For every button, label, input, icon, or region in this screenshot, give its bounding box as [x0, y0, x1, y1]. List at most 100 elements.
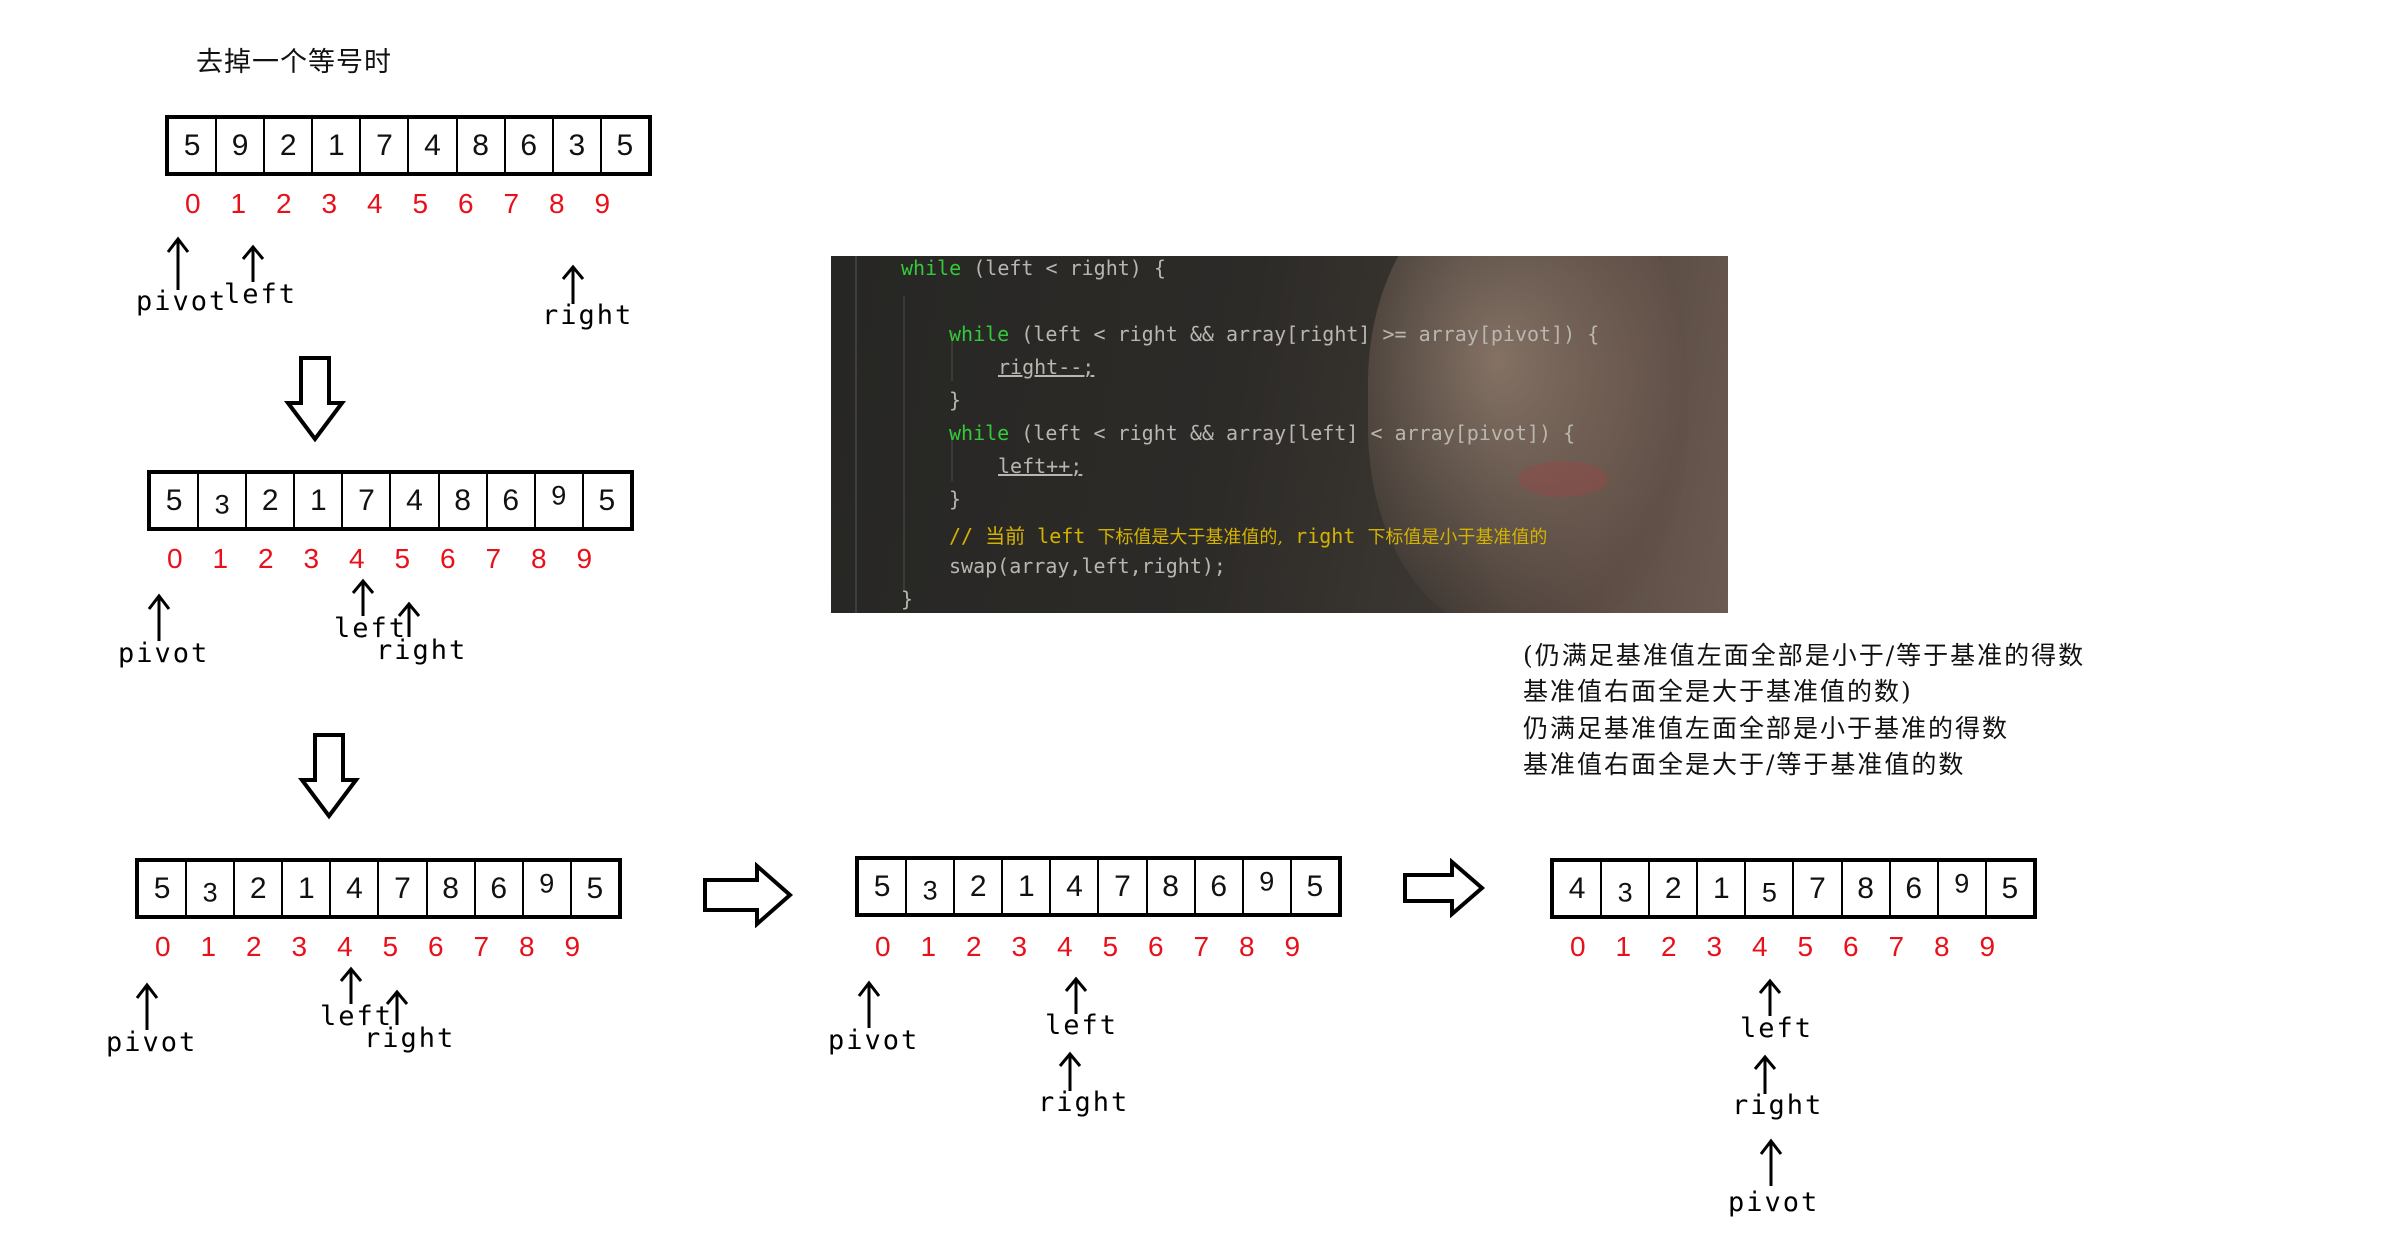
array-cell: 4	[1554, 862, 1603, 915]
code-line: }	[901, 587, 914, 611]
up-arrow-icon	[397, 601, 421, 637]
up-arrow-icon	[1753, 1054, 1777, 1094]
array-cell: 9	[1939, 862, 1987, 915]
up-arrow-icon	[147, 593, 171, 641]
indent-guide	[951, 431, 953, 481]
code-line: while (left < right) {	[901, 256, 1166, 280]
up-arrow-icon	[1758, 978, 1782, 1016]
pivot-label: pivot	[828, 1025, 920, 1056]
code-line: }	[949, 388, 962, 412]
left-label: left	[334, 613, 408, 644]
array-cell: 2	[247, 474, 296, 527]
right-label: right	[376, 635, 468, 666]
up-arrow-icon	[1064, 976, 1088, 1014]
pivot-label: pivot	[106, 1027, 198, 1058]
array-cell: 8	[1148, 860, 1196, 913]
up-arrow-icon	[135, 982, 159, 1030]
array-cell: 5	[139, 862, 188, 915]
array-cell: 6	[476, 862, 524, 915]
array-cell: 6	[488, 474, 536, 527]
note-line: 仍满足基准值左面全部是小于基准的得数	[1523, 714, 2010, 743]
array-cell: 1	[1003, 860, 1052, 913]
array-cell: 9	[1244, 860, 1292, 913]
array-cell: 6	[1196, 860, 1244, 913]
up-arrow-icon	[166, 236, 190, 290]
array-cell: 4	[331, 862, 380, 915]
background-photo	[1368, 256, 1688, 613]
array-cell: 8	[458, 119, 506, 172]
code-line: left++;	[998, 454, 1083, 478]
right-arrow-icon	[703, 862, 794, 928]
array-cell: 3	[554, 119, 602, 172]
up-arrow-icon	[339, 966, 363, 1004]
note-line: 基准值右面全是大于基准值的数)	[1523, 677, 1913, 706]
array-1: 5 9 2 1 7 4 8 6 3 5	[165, 115, 652, 176]
array-cell: 7	[1099, 860, 1148, 913]
up-arrow-icon	[385, 989, 409, 1025]
up-arrow-icon	[857, 980, 881, 1028]
array-2: 5 3 2 1 7 4 8 6 9 5	[147, 470, 634, 531]
left-label: left	[224, 279, 298, 310]
array-cell: 7	[361, 119, 410, 172]
array-cell: 9	[524, 862, 572, 915]
up-arrow-icon	[1759, 1138, 1783, 1186]
array-cell: 2	[265, 119, 314, 172]
indent-guide	[903, 296, 905, 591]
up-arrow-icon	[1058, 1051, 1082, 1091]
down-arrow-icon	[298, 733, 360, 820]
array-cell: 6	[1891, 862, 1939, 915]
right-label: right	[364, 1023, 456, 1054]
right-label: right	[542, 300, 634, 331]
note-line: (仍满足基准值左面全部是小于/等于基准的得数	[1523, 641, 2086, 670]
array-cell: 1	[313, 119, 362, 172]
code-line: right--;	[998, 355, 1095, 379]
code-comment: // 当前 left 下标值是大于基准值的, right 下标值是小于基准值的	[949, 524, 1548, 548]
left-label: left	[320, 1001, 394, 1032]
indent-guide	[855, 256, 857, 613]
array-cell: 3	[199, 474, 248, 527]
right-label: right	[1038, 1087, 1130, 1118]
note-line: 基准值右面全是大于/等于基准值的数	[1523, 750, 1966, 779]
array-cell: 5	[1306, 869, 1324, 903]
left-label: left	[1045, 1010, 1119, 1041]
right-label: right	[1732, 1090, 1824, 1121]
up-arrow-icon	[241, 244, 265, 282]
array-cell: 5	[859, 860, 908, 913]
right-arrow-icon	[1403, 858, 1486, 918]
array-cell: 5	[151, 474, 200, 527]
pivot-label: pivot	[118, 638, 210, 669]
array-cell: 9	[536, 474, 584, 527]
code-line: while (left < right && array[left] < arr…	[949, 421, 1576, 445]
left-label: left	[1740, 1013, 1814, 1044]
array-cell: 5	[586, 871, 604, 905]
array-cell: 1	[1698, 862, 1747, 915]
array-4: 5 3 2 1 4 7 8 6 9 5	[855, 856, 1342, 917]
array-cell: 4	[1051, 860, 1100, 913]
background-photo-detail	[1518, 461, 1608, 497]
array-cell: 8	[428, 862, 476, 915]
up-arrow-icon	[561, 264, 585, 304]
array-3: 5 3 2 1 4 7 8 6 9 5	[135, 858, 622, 919]
code-snippet-panel: while (left < right) { while (left < rig…	[831, 256, 1728, 613]
array-cell: 1	[283, 862, 332, 915]
array-cell: 5	[598, 483, 616, 517]
array-cell: 1	[295, 474, 344, 527]
array-cell: 2	[235, 862, 284, 915]
array-cell: 7	[343, 474, 392, 527]
array-cell: 2	[1650, 862, 1699, 915]
array-cell: 9	[217, 119, 266, 172]
down-arrow-icon	[284, 356, 346, 443]
array-cell: 5	[2001, 871, 2019, 905]
pivot-label: pivot	[1728, 1187, 1820, 1218]
array-cell: 6	[506, 119, 554, 172]
code-line: }	[949, 487, 962, 511]
pivot-label: pivot	[136, 286, 228, 317]
array-cell: 7	[1794, 862, 1843, 915]
code-line: swap(array,left,right);	[949, 554, 1226, 578]
indent-guide	[951, 331, 953, 381]
